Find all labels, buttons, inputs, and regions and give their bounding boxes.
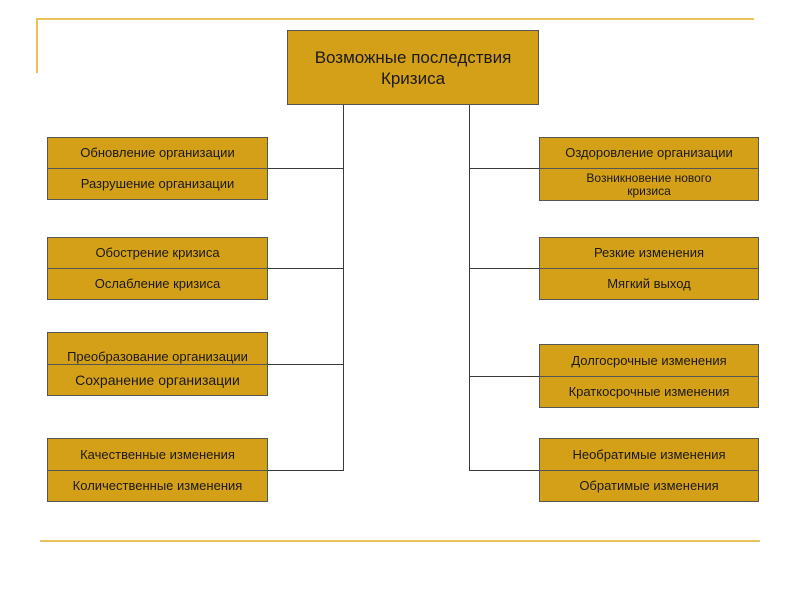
- bottom-decoration-line: [40, 540, 760, 542]
- right-node-2-bottom: Мягкий выход: [539, 268, 759, 300]
- root-label-line1: Возможные последствия: [314, 47, 512, 67]
- left-branch-connector-3: [267, 364, 344, 365]
- right-branch-connector-2: [469, 268, 539, 269]
- left-branch-connector-2: [267, 268, 344, 269]
- left-node-4-bottom: Количественные изменения: [47, 470, 268, 502]
- right-node-4-top: Необратимые изменения: [539, 438, 759, 471]
- right-node-1-bottom: Возникновение нового кризиса: [539, 168, 759, 201]
- left-node-3-bottom: Сохранение организации: [47, 364, 268, 396]
- left-node-2-top: Обострение кризиса: [47, 237, 268, 269]
- right-node-3-top: Долгосрочные изменения: [539, 344, 759, 377]
- left-branch-connector-4: [267, 470, 344, 471]
- right-branch-connector-1: [469, 168, 539, 169]
- root-node: Возможные последствия Кризиса: [287, 30, 539, 105]
- right-node-3-bottom: Краткосрочные изменения: [539, 376, 759, 408]
- left-trunk-connector: [343, 104, 344, 470]
- right-trunk-connector: [469, 104, 470, 470]
- root-label-line2: Кризиса: [380, 68, 446, 88]
- left-branch-connector-1: [267, 168, 344, 169]
- right-node-1-top: Оздоровление организации: [539, 137, 759, 169]
- right-node-4-bottom: Обратимые изменения: [539, 470, 759, 502]
- left-node-1-top: Обновление организации: [47, 137, 268, 169]
- right-node-2-top: Резкие изменения: [539, 237, 759, 269]
- left-node-1-bottom: Разрушение организации: [47, 168, 268, 200]
- top-decoration-line: [36, 18, 754, 20]
- left-node-4-top: Качественные изменения: [47, 438, 268, 471]
- left-node-2-bottom: Ослабление кризиса: [47, 268, 268, 300]
- right-branch-connector-4: [469, 470, 539, 471]
- left-node-3-top: Преобразование организации: [47, 332, 268, 365]
- right-branch-connector-3: [469, 376, 539, 377]
- left-decoration-line: [36, 18, 38, 73]
